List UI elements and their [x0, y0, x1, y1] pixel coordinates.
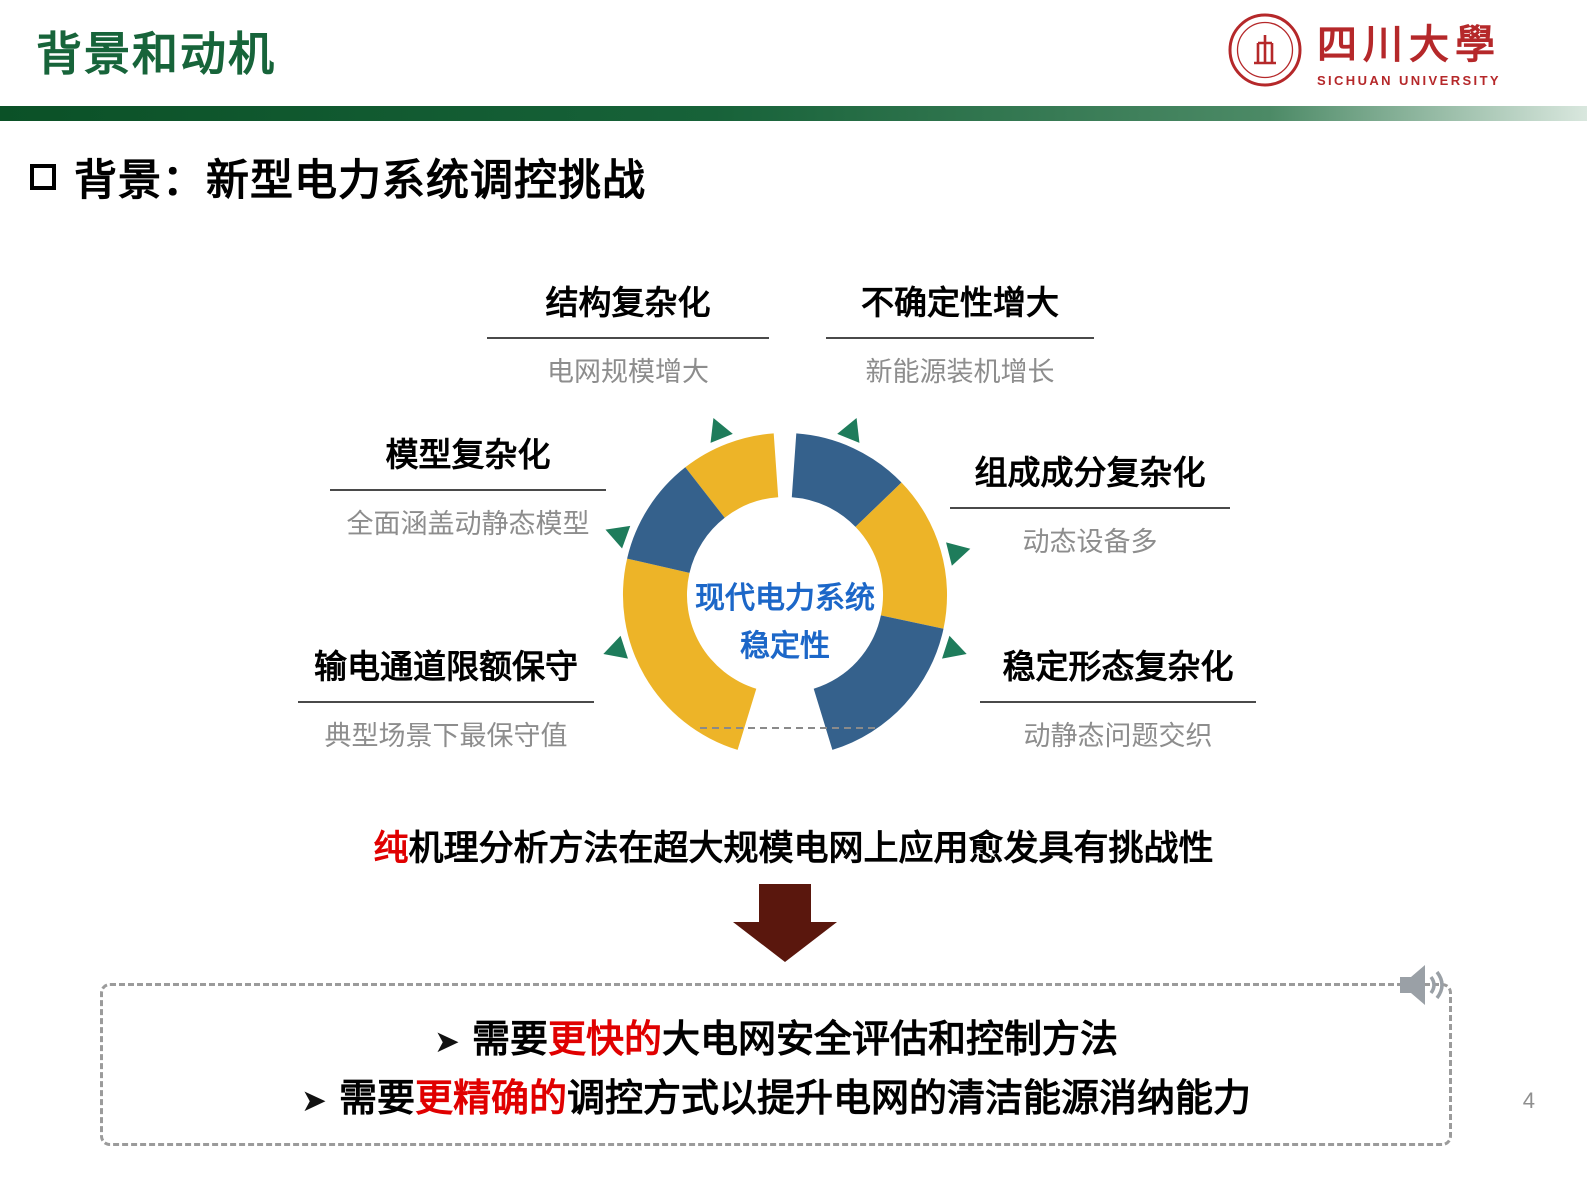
ring-segment-top-left [685, 433, 779, 518]
slide-header-title: 背景和动机 [36, 28, 276, 80]
factor-title: 组成成分复杂化 [950, 446, 1230, 509]
conclusion-pre: 需要 [338, 1077, 415, 1120]
factor-title: 模型复杂化 [330, 428, 606, 491]
square-bullet-icon [30, 164, 56, 190]
factor-title: 输电通道限额保守 [298, 640, 594, 703]
factor-subtitle: 电网规模增大 [547, 357, 709, 387]
conclusion-highlight: 更精确的 [414, 1077, 567, 1120]
header-divider-bar [0, 106, 1587, 121]
factor-subtitle: 新能源装机增长 [865, 357, 1055, 387]
university-emblem-icon [1228, 13, 1302, 87]
diagram-factor: 不确定性增大 新能源装机增长 [826, 276, 1094, 389]
statement-highlight: 纯 [373, 829, 409, 868]
down-arrow-shape [733, 884, 837, 962]
ring-segment-bottom-left [622, 558, 757, 750]
conclusion-post: 大电网安全评估和控制方法 [662, 1018, 1119, 1061]
university-logo: 四川大學 SICHUAN UNIVERSITY [1227, 12, 1501, 88]
conclusion-item: ➤ 需要更精确的调控方式以提升电网的清洁能源消纳能力 [301, 1067, 1251, 1122]
factor-title: 稳定形态复杂化 [980, 640, 1256, 703]
conclusion-item: ➤ 需要更快的大电网安全评估和控制方法 [434, 1008, 1118, 1063]
factor-title: 结构复杂化 [487, 276, 769, 339]
challenge-statement: 纯机理分析方法在超大规模电网上应用愈发具有挑战性 [0, 820, 1587, 871]
direction-triangle-icon [946, 542, 971, 566]
diagram-factor: 稳定形态复杂化 动静态问题交织 [980, 640, 1256, 753]
direction-triangle-icon [942, 635, 967, 659]
ring-segment-right [855, 482, 948, 629]
conclusion-highlight: 更快的 [547, 1018, 662, 1061]
section-title: 背景：新型电力系统调控挑战 [74, 157, 646, 205]
section-title-row: 背景：新型电力系统调控挑战 [30, 146, 646, 208]
ring-segment-top-right [791, 433, 902, 527]
factor-subtitle: 动态设备多 [1022, 527, 1158, 557]
conclusion-pre: 需要 [471, 1018, 548, 1061]
factor-subtitle: 典型场景下最保守值 [324, 721, 568, 751]
direction-triangle-icon [603, 635, 628, 659]
ring-segment-bottom-right [813, 615, 944, 750]
factor-subtitle: 动静态问题交织 [1023, 721, 1213, 751]
page-number: 4 [1522, 1088, 1535, 1113]
university-name-en: SICHUAN UNIVERSITY [1316, 73, 1501, 88]
statement-rest: 机理分析方法在超大规模电网上应用愈发具有挑战性 [408, 829, 1214, 868]
diagram-factor: 输电通道限额保守 典型场景下最保守值 [298, 640, 594, 753]
conclusion-box: ➤需要更快的大电网安全评估和控制方法 ➤需要更精确的调控方式以提升电网的清洁能源… [100, 983, 1452, 1146]
ring-center-line1: 现代电力系统 [695, 582, 875, 615]
factor-subtitle: 全面涵盖动静态模型 [346, 509, 590, 539]
arrow-bullet-icon: ➤ [433, 1023, 460, 1059]
direction-triangle-icon [605, 525, 631, 549]
conclusion-post: 调控方式以提升电网的清洁能源消纳能力 [567, 1077, 1252, 1120]
direction-triangle-icon [837, 417, 860, 443]
direction-triangle-icon [710, 417, 733, 443]
diagram-factor: 模型复杂化 全面涵盖动静态模型 [330, 428, 606, 541]
university-name-cn: 四川大學 [1316, 22, 1501, 67]
ring-center-line2: 稳定性 [740, 630, 830, 663]
stability-ring-diagram [603, 417, 971, 750]
speaker-icon[interactable] [1398, 962, 1450, 1008]
university-logo-text: 四川大學 SICHUAN UNIVERSITY [1317, 12, 1501, 88]
arrow-bullet-icon: ➤ [300, 1082, 327, 1118]
ring-center-label: 现代电力系统 稳定性 [660, 575, 910, 671]
down-block-arrow-icon [733, 884, 837, 962]
ring-segment-left [627, 467, 725, 573]
factor-title: 不确定性增大 [826, 276, 1094, 339]
diagram-factor: 结构复杂化 电网规模增大 [487, 276, 769, 389]
diagram-factor: 组成成分复杂化 动态设备多 [950, 446, 1230, 559]
